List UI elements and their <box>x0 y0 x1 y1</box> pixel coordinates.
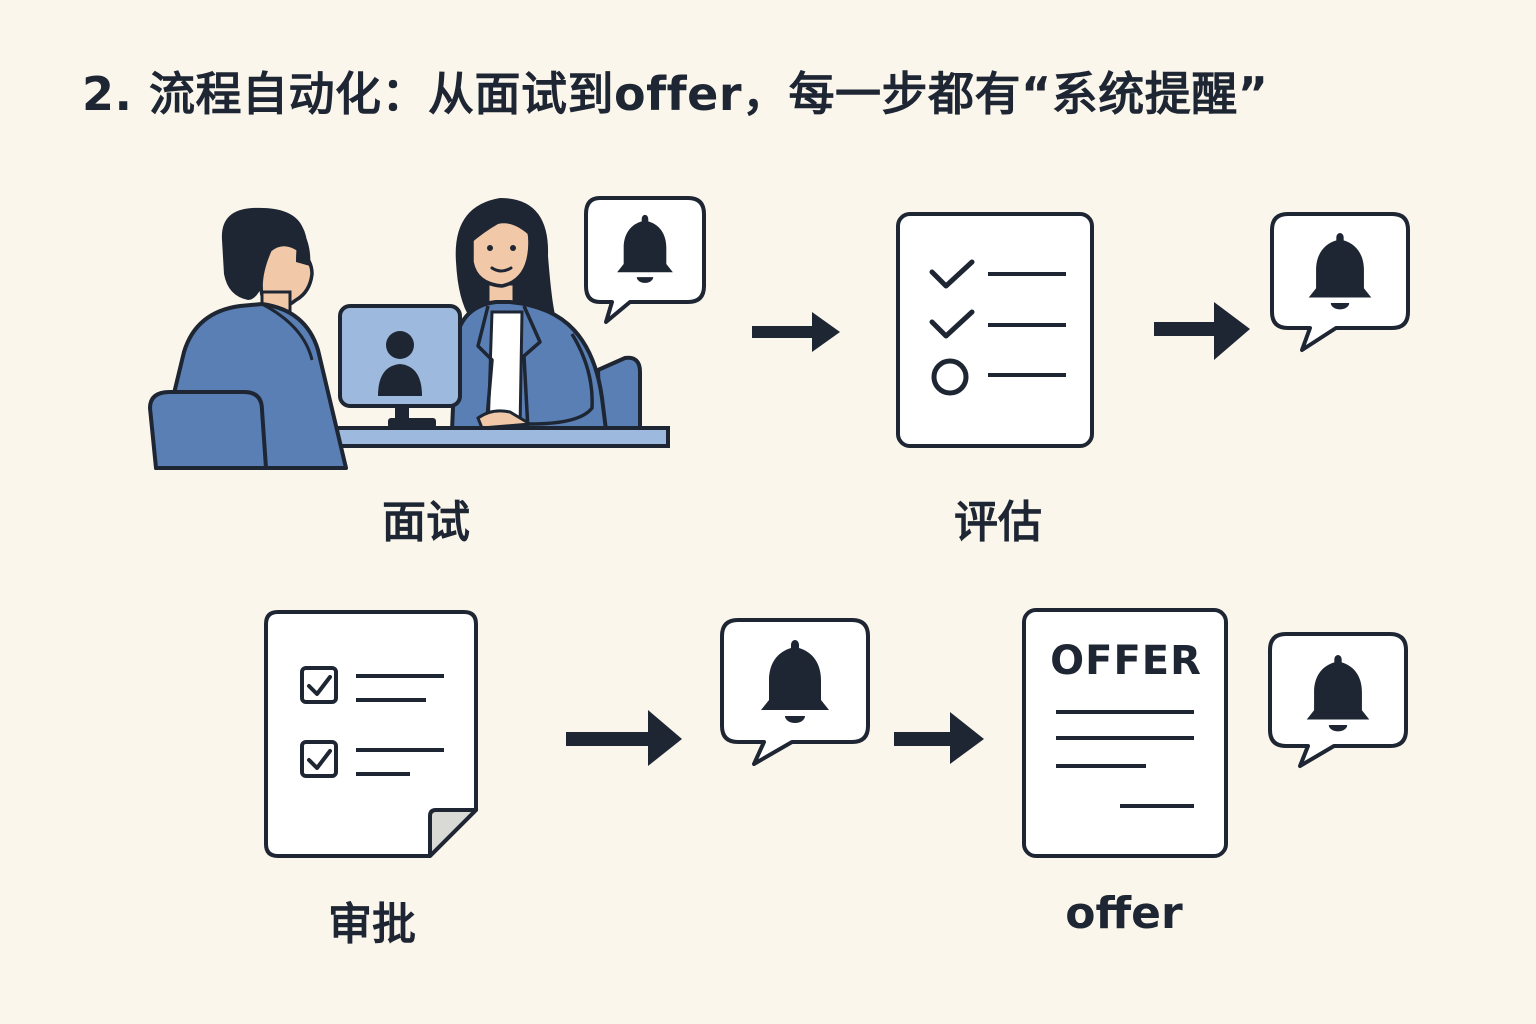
arrow-right-icon <box>894 712 984 764</box>
interview-illustration <box>148 198 670 470</box>
arrow-right-icon <box>1154 302 1250 360</box>
approval-document-icon <box>264 610 478 858</box>
arrow-right-icon <box>752 312 840 352</box>
bell-notification-bubble-4 <box>1268 632 1408 768</box>
page-title: 2. 流程自动化：从面试到offer，每一步都有“系统提醒” <box>82 67 1269 121</box>
step-label-interview: 面试 <box>382 497 470 548</box>
bell-notification-bubble-2 <box>1270 212 1410 352</box>
arrow-right-icon <box>566 710 682 766</box>
step-label-approval: 审批 <box>328 899 416 950</box>
offer-document-icon <box>1022 608 1228 858</box>
step-label-offer: offer <box>1065 888 1183 939</box>
bell-notification-bubble-3 <box>720 618 870 766</box>
step-label-evaluation: 评估 <box>954 497 1042 548</box>
offer-document-heading: OFFER <box>1050 638 1202 684</box>
bell-notification-bubble-1 <box>584 196 706 324</box>
checklist-icon <box>896 212 1094 448</box>
